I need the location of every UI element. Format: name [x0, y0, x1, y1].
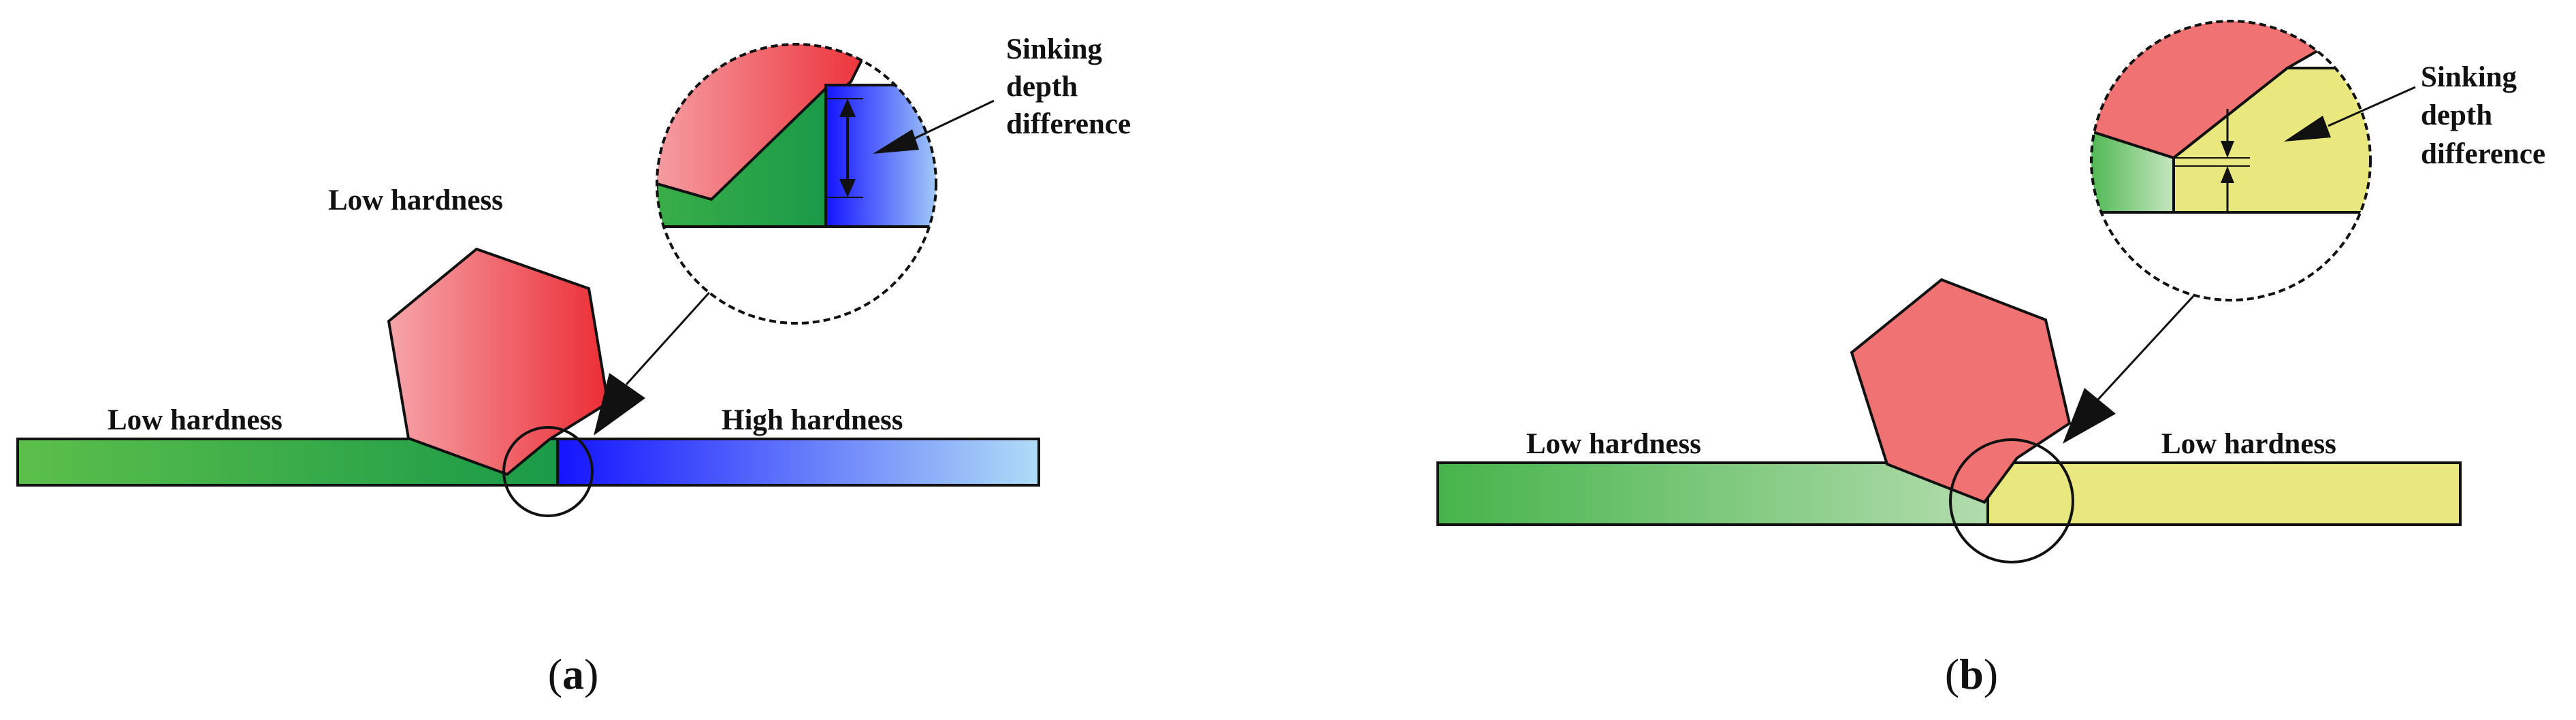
callout-arrowhead-b	[2284, 116, 2331, 142]
low-hardness-substrate-b-right	[1986, 461, 2462, 526]
panel-b: Low hardness Low hardness Sinking depth …	[1436, 20, 2545, 698]
indenter-b	[1850, 278, 2072, 504]
zoom-circle-b	[2090, 20, 2372, 301]
right-material-label-a: High hardness	[722, 404, 903, 436]
right-material-label-b: Low hardness	[2161, 428, 2336, 460]
zoom-high-substrate-a	[824, 84, 936, 228]
callout-label-b-line3: difference	[2421, 138, 2545, 170]
low-hardness-substrate-b-left	[1436, 461, 1989, 526]
left-material-label-a: Low hardness	[108, 404, 283, 436]
contact-circle-b	[1949, 438, 2074, 563]
indenter-a	[387, 247, 610, 476]
caption-a: (a)	[548, 650, 599, 698]
callout-label-b-line1: Sinking	[2421, 61, 2517, 93]
contact-circle-a	[502, 426, 594, 517]
callout-label-b-line2: depth	[2421, 99, 2492, 131]
zoom-view-b	[2091, 21, 2370, 300]
indenter-label-a: Low hardness	[328, 184, 503, 216]
zoom-view-a	[657, 44, 936, 323]
callout-label-a-line3: difference	[1006, 108, 1131, 140]
left-material-label-b: Low hardness	[1526, 428, 1701, 460]
leader-arrowhead-b	[2063, 388, 2116, 444]
leader-line-a	[625, 279, 722, 386]
leader-line-b	[2089, 295, 2195, 410]
panel-a: Low hardness Low hardness High hardness …	[16, 33, 1131, 698]
zoom-circle-a	[656, 43, 937, 325]
high-hardness-substrate-a	[556, 438, 1040, 487]
callout-arrowhead-a	[873, 129, 919, 154]
leader-arrowhead-a	[594, 373, 645, 436]
caption-b: (b)	[1945, 650, 1998, 698]
callout-label-a-line2: depth	[1006, 71, 1078, 103]
callout-label-a-line1: Sinking	[1006, 33, 1103, 65]
